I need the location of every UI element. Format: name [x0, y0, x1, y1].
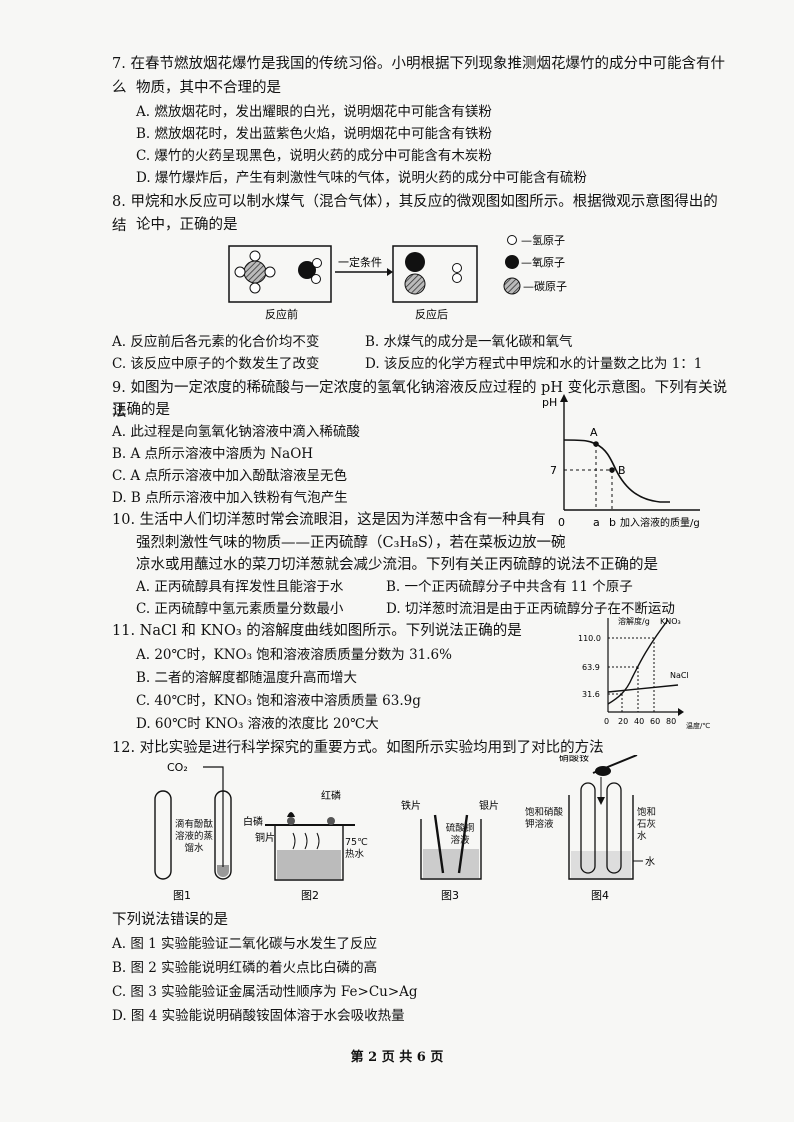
silver-sheet-label: 银片 — [479, 799, 499, 812]
q8-option-c: C. 该反应中原子的个数发生了改变 — [112, 356, 320, 372]
svg-text:图3: 图3 — [441, 889, 459, 902]
q8-micro-diagram: 一定条件 反应前 反应后 —氢原子 —氧原子 —碳原子 — [228, 233, 567, 321]
ph-7-label: 7 — [550, 464, 557, 477]
figure-4: 硝酸铵 饱和硝酸钾溶液 饱和石灰水 水 图4 — [525, 755, 657, 902]
nacl-curve — [607, 684, 679, 693]
ph-axis-label: pH — [542, 396, 557, 409]
before-label: 反应前 — [265, 307, 298, 321]
q12-option-a: A. 图 1 实验能验证二氧化碳与水发生了反应 — [112, 936, 378, 952]
q10-stem-line2: 强烈刺激性气味的物质——正丙硫醇（C₃H₈S），若在菜板边放一碗 — [136, 535, 566, 551]
temp-axis-label: 温度/℃ — [686, 721, 710, 730]
q12-experiment-figures: CO₂ 滴有酚酞溶液的蒸馏水 图1 白磷 红磷 铜片 75℃热水 图2 — [154, 755, 657, 902]
svg-text:B: B — [618, 464, 626, 477]
svg-text:a: a — [593, 516, 600, 529]
q7-option-b: B. 燃放烟花时，发出蓝紫色火焰，说明烟花中可能含有铁粉 — [136, 126, 493, 142]
q9-stem-line1: 9. 如图为一定浓度的稀硫酸与一定浓度的氢氧化钠溶液反应过程的 pH 变化示意图… — [112, 380, 728, 420]
q12-stem: 12. 对比实验是进行科学探究的重要方式。如图所示实验均用到了对比的方法 — [112, 740, 604, 756]
figure-1: CO₂ 滴有酚酞溶液的蒸馏水 图1 — [154, 761, 232, 902]
q8-option-a: A. 反应前后各元素的化合价均不变 — [112, 334, 320, 350]
q9-option-a: A. 此过程是向氢氧化钠溶液中滴入稀硫酸 — [112, 424, 360, 440]
after-label: 反应后 — [415, 307, 448, 321]
q12-option-c: C. 图 3 实验能验证金属活动性顺序为 Fe>Cu>Ag — [112, 984, 418, 1000]
svg-text:图1: 图1 — [173, 889, 191, 902]
q9-ph-curve: pH 7 A B 0 a b 加入溶液的质量/g — [542, 394, 700, 529]
before-box — [228, 245, 332, 303]
q12-option-b: B. 图 2 实验能说明红磷的着火点比白磷的高 — [112, 960, 378, 976]
svg-text:0: 0 — [604, 717, 609, 726]
q11-option-b: B. 二者的溶解度都随温度升高而增大 — [136, 670, 358, 686]
q7-option-d: D. 爆竹爆炸后，产生有刺激性气味的气体，说明火药的成分中可能含有硫粉 — [136, 170, 587, 186]
svg-text:110.0: 110.0 — [578, 634, 601, 643]
hot-water-label: 75℃热水 — [345, 837, 368, 860]
q12-stem-2: 下列说法错误的是 — [112, 912, 228, 928]
figure-2: 白磷 红磷 铜片 75℃热水 图2 — [243, 789, 368, 902]
q7-option-a: A. 燃放烟花时，发出耀眼的白光，说明烟花中可能含有镁粉 — [136, 104, 492, 120]
q11-option-a: A. 20℃时，KNO₃ 饱和溶液溶质质量分数为 31.6% — [136, 647, 452, 663]
legend-carbon: —碳原子 — [523, 279, 567, 293]
q8-option-b: B. 水煤气的成分是一氧化碳和氧气 — [365, 334, 573, 350]
iron-sheet-label: 铁片 — [401, 799, 421, 812]
svg-text:图4: 图4 — [591, 889, 609, 902]
q9-option-c: C. A 点所示溶液中加入酚酞溶液呈无色 — [112, 468, 347, 484]
q8-stem-line1: 8. 甲烷和水反应可以制水煤气（混合气体），其反应的微观图如图所示。根据微观示意… — [112, 194, 718, 234]
after-box — [392, 245, 478, 303]
svg-text:图2: 图2 — [301, 889, 319, 902]
oxygen-atom — [298, 261, 316, 279]
q10-option-c: C. 正丙硫醇中氢元素质量分数最小 — [136, 601, 344, 617]
q11-solubility-chart: 溶解度/g KNO₃ NaCl 110.0 63.9 31.6 0 20 40 … — [578, 616, 710, 730]
co2-label: CO₂ — [167, 761, 188, 774]
svg-text:40: 40 — [634, 717, 644, 726]
kno3-label: KNO₃ — [660, 617, 681, 626]
q9-option-d: D. B 点所示溶液中加入铁粉有气泡产生 — [112, 490, 348, 506]
svg-text:31.6: 31.6 — [582, 690, 600, 699]
water-label: 水 — [645, 856, 655, 868]
sat-kno3-label: 饱和硝酸钾溶液 — [525, 807, 564, 830]
condition-label: 一定条件 — [338, 255, 382, 269]
q11-option-c: C. 40℃时，KNO₃ 饱和溶液中溶质质量 63.9g — [136, 693, 421, 709]
q10-option-b: B. 一个正丙硫醇分子中共含有 11 个原子 — [386, 579, 633, 595]
q12-option-d: D. 图 4 实验能说明硝酸铵固体溶于水会吸收热量 — [112, 1008, 405, 1024]
carbon-atom — [243, 260, 267, 284]
q9-stem-line2: 正确的是 — [112, 402, 170, 418]
page-footer: 第 2 页 共 6 页 — [350, 1050, 444, 1065]
q10-stem-line3: 凉水或用蘸过水的菜刀切洋葱就会减少流泪。下列有关正丙硫醇的说法不正确的是 — [136, 557, 658, 573]
q11-option-d: D. 60℃时 KNO₃ 溶液的浓度比 20℃大 — [136, 716, 379, 732]
legend-hydrogen: —氢原子 — [521, 233, 565, 247]
q8-stem-line2: 论中，正确的是 — [136, 217, 238, 233]
svg-text:A: A — [590, 426, 598, 439]
copper-sheet-label: 铜片 — [255, 831, 275, 844]
q7-option-c: C. 爆竹的火药呈现黑色，说明火药的成分中可能含有木炭粉 — [136, 148, 492, 164]
nacl-label: NaCl — [670, 671, 689, 680]
sat-lime-label: 饱和石灰水 — [637, 807, 657, 842]
fig1-tube-label: 滴有酚酞溶液的蒸馏水 — [174, 819, 213, 854]
q8-option-d: D. 该反应的化学方程式中甲烷和水的计量数之比为 1：1 — [365, 356, 703, 372]
svg-text:0: 0 — [558, 516, 565, 529]
svg-text:63.9: 63.9 — [582, 663, 600, 672]
red-phosphorus-label: 红磷 — [321, 789, 341, 802]
figure-3: 铁片 银片 硫酸铜溶液 图3 — [401, 799, 499, 902]
ammonium-nitrate-label: 硝酸铵 — [559, 755, 589, 764]
q9-option-b: B. A 点所示溶液中溶质为 NaOH — [112, 446, 314, 462]
solubility-axis-label: 溶解度/g — [618, 616, 650, 626]
q7-stem-line2: 物质，其中不合理的是 — [136, 80, 281, 96]
q10-option-a: A. 正丙硫醇具有挥发性且能溶于水 — [136, 579, 344, 595]
svg-text:80: 80 — [666, 717, 676, 726]
q10-stem-line1: 10. 生活中人们切洋葱时常会流眼泪，这是因为洋葱中含有一种具有 — [112, 512, 546, 528]
white-phosphorus-label: 白磷 — [243, 815, 263, 828]
svg-text:20: 20 — [618, 717, 628, 726]
q11-stem: 11. NaCl 和 KNO₃ 的溶解度曲线如图所示。下列说法正确的是 — [112, 623, 522, 639]
q10-option-d: D. 切洋葱时流泪是由于正丙硫醇分子在不断运动 — [386, 601, 675, 617]
legend-oxygen: —氧原子 — [521, 255, 565, 269]
kno3-curve — [607, 619, 669, 705]
mass-axis-label: 加入溶液的质量/g — [620, 516, 700, 529]
q7-stem-line1: 7. 在春节燃放烟花爆竹是我国的传统习俗。小明根据下列现象推测烟花爆竹的成分中可… — [112, 56, 725, 96]
copper-sulfate-label: 硫酸铜溶液 — [445, 823, 475, 846]
ph-curve-line — [563, 439, 670, 503]
svg-text:b: b — [609, 516, 616, 529]
svg-text:60: 60 — [650, 717, 660, 726]
